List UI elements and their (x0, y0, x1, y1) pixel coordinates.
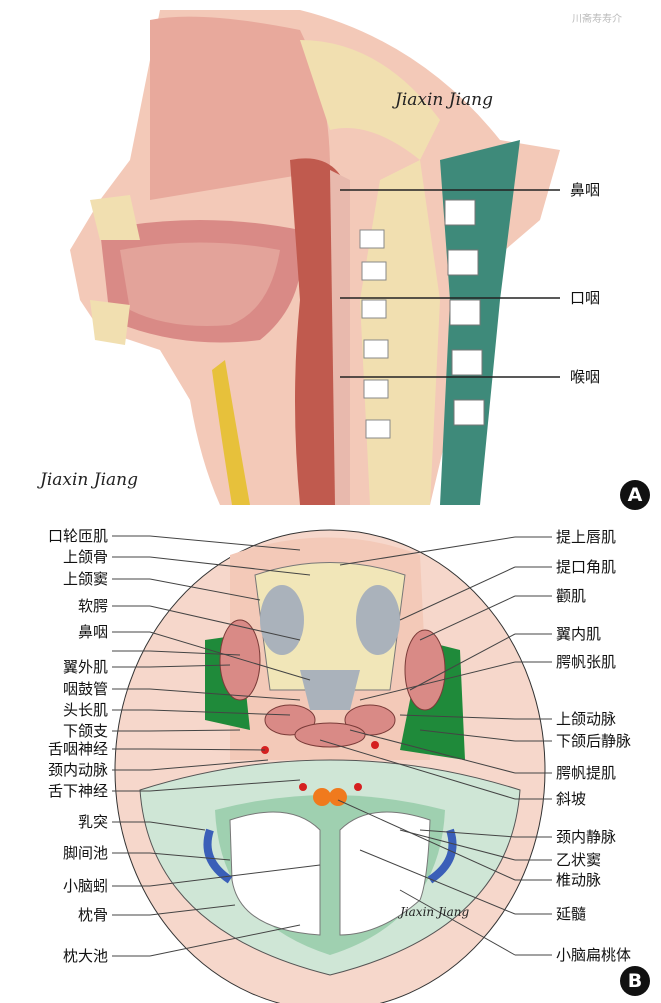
label-nasopharynx: 鼻咽 (570, 181, 601, 199)
leader-line (419, 829, 516, 838)
label-left-13: 乳突 (77, 813, 108, 831)
label-right-3: 翼内肌 (556, 625, 602, 643)
label-right-8: 斜坡 (556, 790, 587, 808)
leader-line (149, 748, 266, 751)
leader-line (419, 595, 516, 641)
label-left-3: 软腭 (77, 597, 108, 615)
leader-line (359, 849, 516, 915)
label-left-4: 鼻咽 (77, 623, 108, 641)
signature-top: Jiaxin Jiang (395, 90, 493, 110)
label-right-2: 颧肌 (556, 587, 587, 605)
leader-line (399, 714, 516, 720)
label-right-10: 乙状窦 (556, 851, 602, 869)
label-right-13: 小脑扁桃体 (556, 946, 632, 964)
label-right-4: 腭帆张肌 (556, 653, 617, 671)
label-left-2: 上颌窦 (62, 570, 108, 588)
leader-line (149, 821, 206, 831)
leader-line (149, 578, 261, 601)
leader-line (337, 799, 516, 881)
leader-line (149, 664, 231, 668)
leader-line (399, 889, 516, 956)
leader-line (339, 536, 516, 566)
leader-line (149, 535, 301, 551)
label-laryngopharynx: 喉咽 (570, 368, 601, 386)
label-left-9: 下颌支 (62, 722, 108, 740)
leader-line (149, 709, 291, 716)
watermark: 川斋寿寿介 (572, 14, 622, 25)
leader-line (149, 864, 321, 887)
leader-line (149, 631, 311, 681)
leader-line (349, 729, 516, 774)
label-right-6: 下颌后静脉 (556, 732, 632, 750)
label-left-0: 口轮匝肌 (47, 527, 108, 545)
label-right-7: 腭帆提肌 (556, 764, 617, 782)
leader-line (149, 924, 301, 957)
panel-a-sagittal-view (70, 10, 560, 506)
leader-line (319, 739, 516, 800)
label-left-7: 咽鼓管 (62, 680, 108, 698)
label-left-15: 小脑蚓 (62, 877, 108, 895)
leader-line (149, 759, 269, 771)
leader-line (149, 852, 231, 861)
signature-b: Jiaxin Jiang (400, 905, 470, 919)
leader-line (149, 779, 301, 792)
label-left-11: 颈内动脉 (47, 761, 108, 779)
label-left-12: 舌下神经 (47, 782, 108, 800)
label-right-12: 延髓 (556, 905, 587, 923)
leader-line (359, 661, 516, 701)
label-left-6: 翼外肌 (62, 658, 108, 676)
label-left-14: 脚间池 (62, 844, 108, 862)
label-left-10: 舌咽神经 (47, 740, 108, 758)
leader-line (149, 605, 301, 641)
leader-line (149, 688, 301, 701)
label-right-9: 颈内静脉 (556, 828, 617, 846)
leader-line (409, 633, 516, 691)
leader-line (149, 904, 236, 916)
label-right-1: 提口角肌 (556, 558, 617, 576)
leader-line (399, 566, 516, 621)
label-right-0: 提上唇肌 (556, 528, 617, 546)
label-right-5: 上颌动脉 (556, 710, 617, 728)
label-left-1: 上颌骨 (62, 548, 108, 566)
label-left-8: 头长肌 (62, 701, 108, 719)
label-left-17: 枕大池 (62, 947, 108, 965)
leader-line (149, 729, 241, 732)
label-oropharynx: 口咽 (570, 289, 601, 307)
label-left-16: 枕骨 (77, 906, 108, 924)
leader-line (399, 829, 516, 861)
panel-a-badge: A (620, 480, 650, 510)
label-right-11: 椎动脉 (556, 871, 602, 889)
leader-line (149, 556, 311, 576)
leader-line (419, 729, 516, 742)
panel-b-axial-view (112, 529, 552, 1003)
signature-a: Jiaxin Jiang (40, 470, 138, 490)
leader-line (149, 650, 241, 656)
panel-b-badge: B (620, 966, 650, 996)
